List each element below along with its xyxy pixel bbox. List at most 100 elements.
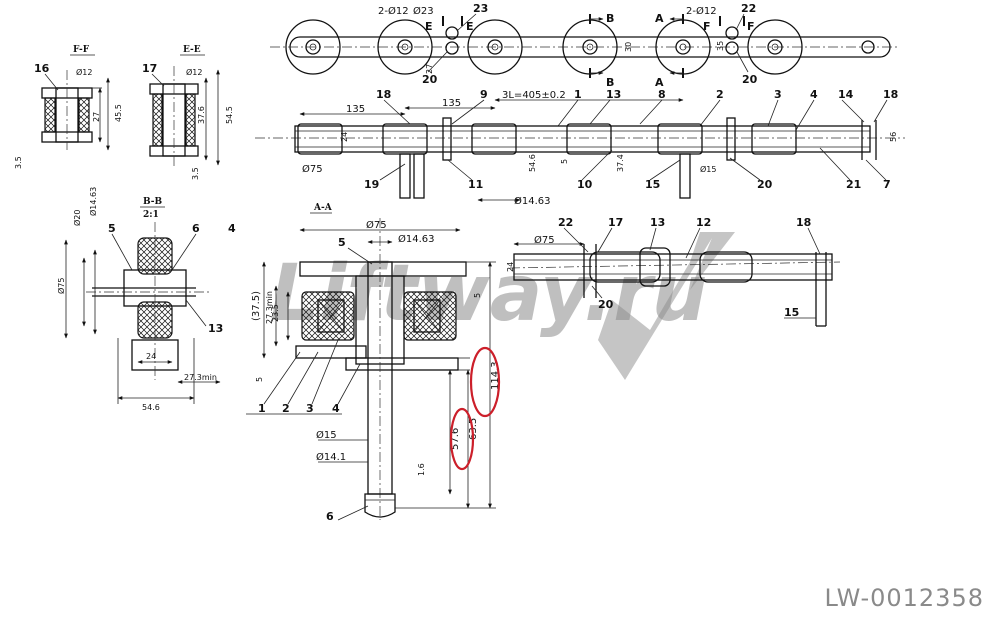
label-3-aa: 3 xyxy=(306,402,314,415)
dim-iso-24: 24 xyxy=(506,262,515,272)
dim-2-d12-right: 2-Ø12 xyxy=(686,5,717,17)
dim-24: 24 xyxy=(340,132,349,142)
dim-56: 56 xyxy=(889,132,898,142)
label-15-side: 15 xyxy=(645,178,660,191)
dim-aa-114-3: 114.3 xyxy=(490,361,501,390)
label-13-iso: 13 xyxy=(650,216,665,229)
label-1: 1 xyxy=(574,88,582,101)
section-b-b: B-B 2:1 Ø75 Ø20 Ø14.63 24 27.3min 54.6 5… xyxy=(56,187,236,412)
label-5-bb: 5 xyxy=(108,222,116,235)
dim-30: 30 xyxy=(624,42,633,52)
label-15-iso: 15 xyxy=(784,306,799,319)
dim-d14-63: Ø14.63 xyxy=(514,195,551,207)
dim-bb-27-3min: 27.3min xyxy=(184,373,217,382)
label-8: 8 xyxy=(658,88,666,101)
section-f-f-title: F-F xyxy=(73,45,90,55)
highlight-114-3 xyxy=(469,346,501,418)
label-12: 12 xyxy=(696,216,711,229)
dim-3L: 3L=405±0.2 xyxy=(502,90,566,101)
dim-aa-23-5: 23.5 xyxy=(271,304,280,322)
section-b-b-title: B-B xyxy=(143,197,163,207)
label-7: 7 xyxy=(883,178,891,191)
label-13-bb: 13 xyxy=(208,322,223,335)
side-view: 135 135 3L=405±0.2 24 Ø75 54.6 5 37.4 Ø1… xyxy=(255,88,905,207)
dim-d75: Ø75 xyxy=(302,163,323,175)
label-11: 11 xyxy=(468,178,483,191)
dim-37-4: 37.4 xyxy=(616,154,625,172)
label-4-side: 4 xyxy=(810,88,818,101)
dim-ff-d12: Ø12 xyxy=(76,67,92,77)
dim-bb-d20: Ø20 xyxy=(72,210,82,226)
label-4-aa: 4 xyxy=(332,402,340,415)
label-A-bottom: A xyxy=(655,76,664,89)
label-20-top-right: 20 xyxy=(742,73,758,86)
dim-135-a: 135 xyxy=(346,104,365,115)
label-6-aa: 6 xyxy=(326,510,334,523)
dim-ee-d12: Ø12 xyxy=(186,67,202,77)
dim-ee-37-6: 37.6 xyxy=(197,106,206,124)
dim-aa-1-6: 1.6 xyxy=(417,463,426,476)
dim-54-6: 54.6 xyxy=(528,154,537,172)
label-20-top-left: 20 xyxy=(422,73,438,86)
label-18-iso: 18 xyxy=(796,216,811,229)
dim-bb-d14-63: Ø14.63 xyxy=(88,187,98,216)
section-f-f: F-F 16 Ø12 27 45.5 3.5 xyxy=(14,45,123,169)
label-18-left: 18 xyxy=(376,88,391,101)
label-E-right: E xyxy=(466,20,474,33)
label-23: 23 xyxy=(473,2,488,15)
dim-aa-37-5: (37.5) xyxy=(251,291,262,321)
label-17-iso: 17 xyxy=(608,216,623,229)
dim-bb-24: 24 xyxy=(146,352,156,361)
dim-2-d12-left: 2-Ø12 xyxy=(378,5,409,17)
dim-d15: Ø15 xyxy=(700,164,716,174)
iso-view: Ø75 24 22 17 13 12 18 20 15 xyxy=(506,216,841,327)
dim-aa-d14-1: Ø14.1 xyxy=(316,451,346,463)
dim-aa-57-6: 57.6 xyxy=(450,428,461,450)
dim-aa-63-5: 63.5 xyxy=(468,418,479,440)
label-18-right: 18 xyxy=(883,88,898,101)
label-14: 14 xyxy=(838,88,854,101)
dim-ff-45-5: 45.5 xyxy=(114,104,123,122)
dim-35: 35 xyxy=(716,41,725,51)
dim-ff-27: 27 xyxy=(92,112,101,122)
dim-ee-54-5: 54.5 xyxy=(225,106,234,124)
dim-aa-d14-63: Ø14.63 xyxy=(398,233,435,245)
dim-ff-3-5: 3.5 xyxy=(14,156,23,169)
dim-aa-d15: Ø15 xyxy=(316,429,337,441)
dim-5: 5 xyxy=(560,159,569,164)
label-19: 19 xyxy=(364,178,379,191)
label-F-right: F xyxy=(747,20,755,33)
dim-iso-d75: Ø75 xyxy=(534,234,555,246)
label-17-ee: 17 xyxy=(142,62,157,75)
side-rollers xyxy=(297,123,797,155)
product-code: LW-0012358 xyxy=(824,584,984,612)
label-2: 2 xyxy=(716,88,724,101)
label-B-bottom: B xyxy=(606,76,614,89)
dim-135-b: 135 xyxy=(442,98,461,109)
dim-bb-d75: Ø75 xyxy=(56,278,66,294)
top-view: 2-Ø12 Ø23 2-Ø12 30 27 35 23 22 20 20 E E… xyxy=(270,2,900,89)
label-B-top: B xyxy=(606,12,614,25)
dim-d23: Ø23 xyxy=(413,5,434,17)
label-5-aa: 5 xyxy=(338,236,346,249)
dim-aa-5-left: 5 xyxy=(255,377,264,382)
label-2-aa: 2 xyxy=(282,402,290,415)
label-21: 21 xyxy=(846,178,861,191)
label-E-left: E xyxy=(425,20,433,33)
section-e-e-title: E-E xyxy=(183,45,201,55)
dim-ee-3-5: 3.5 xyxy=(191,167,200,180)
label-22-iso: 22 xyxy=(558,216,573,229)
label-6-bb: 6 xyxy=(192,222,200,235)
highlight-63-5 xyxy=(449,407,475,471)
dim-aa-27-3min: 27.3min xyxy=(265,291,274,324)
label-13-side: 13 xyxy=(606,88,621,101)
label-16: 16 xyxy=(34,62,50,75)
label-20-iso: 20 xyxy=(598,298,614,311)
section-e-e: E-E 17 Ø12 37.6 54.5 3.5 xyxy=(142,45,234,180)
label-4-bb: 4 xyxy=(228,222,236,235)
label-1-aa: 1 xyxy=(258,402,266,415)
label-20-side: 20 xyxy=(757,178,773,191)
label-F-left: F xyxy=(703,20,711,33)
section-a-a-title: A-A xyxy=(313,203,333,213)
